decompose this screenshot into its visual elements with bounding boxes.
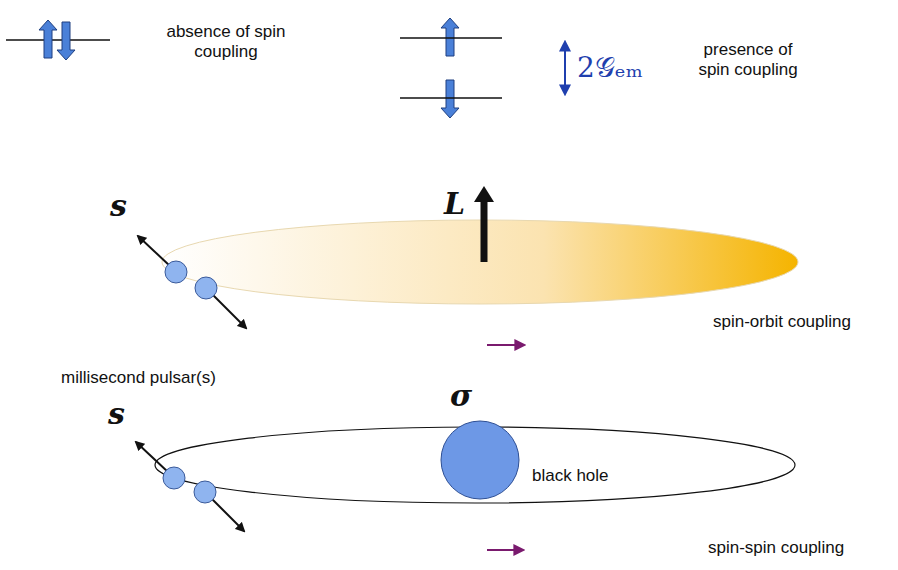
spin-symbol: σ: [450, 381, 472, 411]
caption-text: spin-spin coupling: [708, 538, 844, 558]
angular-momentum-symbol: L: [444, 189, 465, 219]
black-hole: black hole: [440, 420, 611, 500]
caption-text: presence of spin coupling: [688, 40, 808, 81]
spin-symbol: s: [110, 191, 127, 221]
splitting-symbol: 2𝒢ₑₘ: [577, 54, 643, 82]
caption-text: millisecond pulsar(s): [61, 368, 216, 388]
node-label: black hole: [532, 466, 609, 486]
black-hole-disc: [441, 421, 519, 499]
spin-symbol: s: [108, 399, 125, 429]
caption-text: absence of spin coupling: [166, 22, 286, 63]
black-hole-circle: [440, 420, 520, 500]
caption-text: spin-orbit coupling: [713, 312, 851, 332]
